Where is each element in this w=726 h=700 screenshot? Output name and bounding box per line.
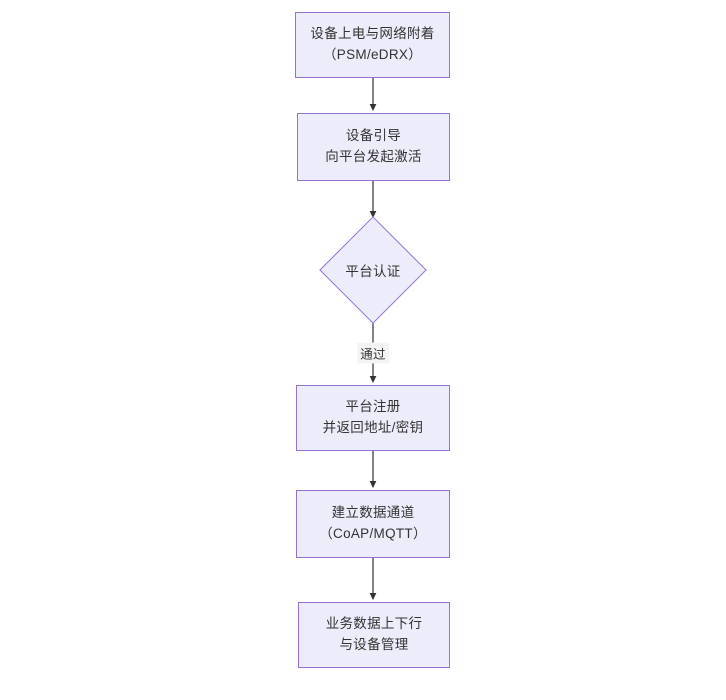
node-platform-auth-label: 平台认证 xyxy=(345,264,401,279)
node-platform-register-line1: 平台注册 xyxy=(345,399,401,415)
node-power-on-line1: 设备上电与网络附着 xyxy=(310,26,435,42)
node-power-on-line2: （PSM/eDRX） xyxy=(322,47,423,62)
node-bootstrap[interactable]: 设备引导 向平台发起激活 xyxy=(297,113,450,181)
node-platform-auth[interactable]: 平台认证 xyxy=(318,216,428,324)
node-data-channel-line1: 建立数据通道 xyxy=(331,505,415,521)
node-bootstrap-line1: 设备引导 xyxy=(345,128,402,144)
node-data-channel[interactable]: 建立数据通道 （CoAP/MQTT） xyxy=(296,490,450,558)
node-platform-register[interactable]: 平台注册 并返回地址/密钥 xyxy=(296,385,450,451)
node-bootstrap-line2: 向平台发起激活 xyxy=(325,149,422,164)
edge-label-pass: 通过 xyxy=(357,342,389,364)
node-business-data[interactable]: 业务数据上下行 与设备管理 xyxy=(298,602,450,668)
node-platform-register-line2: 并返回地址/密钥 xyxy=(322,420,424,435)
node-business-data-line2: 与设备管理 xyxy=(339,637,409,652)
node-data-channel-line2: （CoAP/MQTT） xyxy=(319,526,427,541)
node-business-data-line1: 业务数据上下行 xyxy=(325,616,423,632)
node-power-on[interactable]: 设备上电与网络附着 （PSM/eDRX） xyxy=(295,12,450,78)
